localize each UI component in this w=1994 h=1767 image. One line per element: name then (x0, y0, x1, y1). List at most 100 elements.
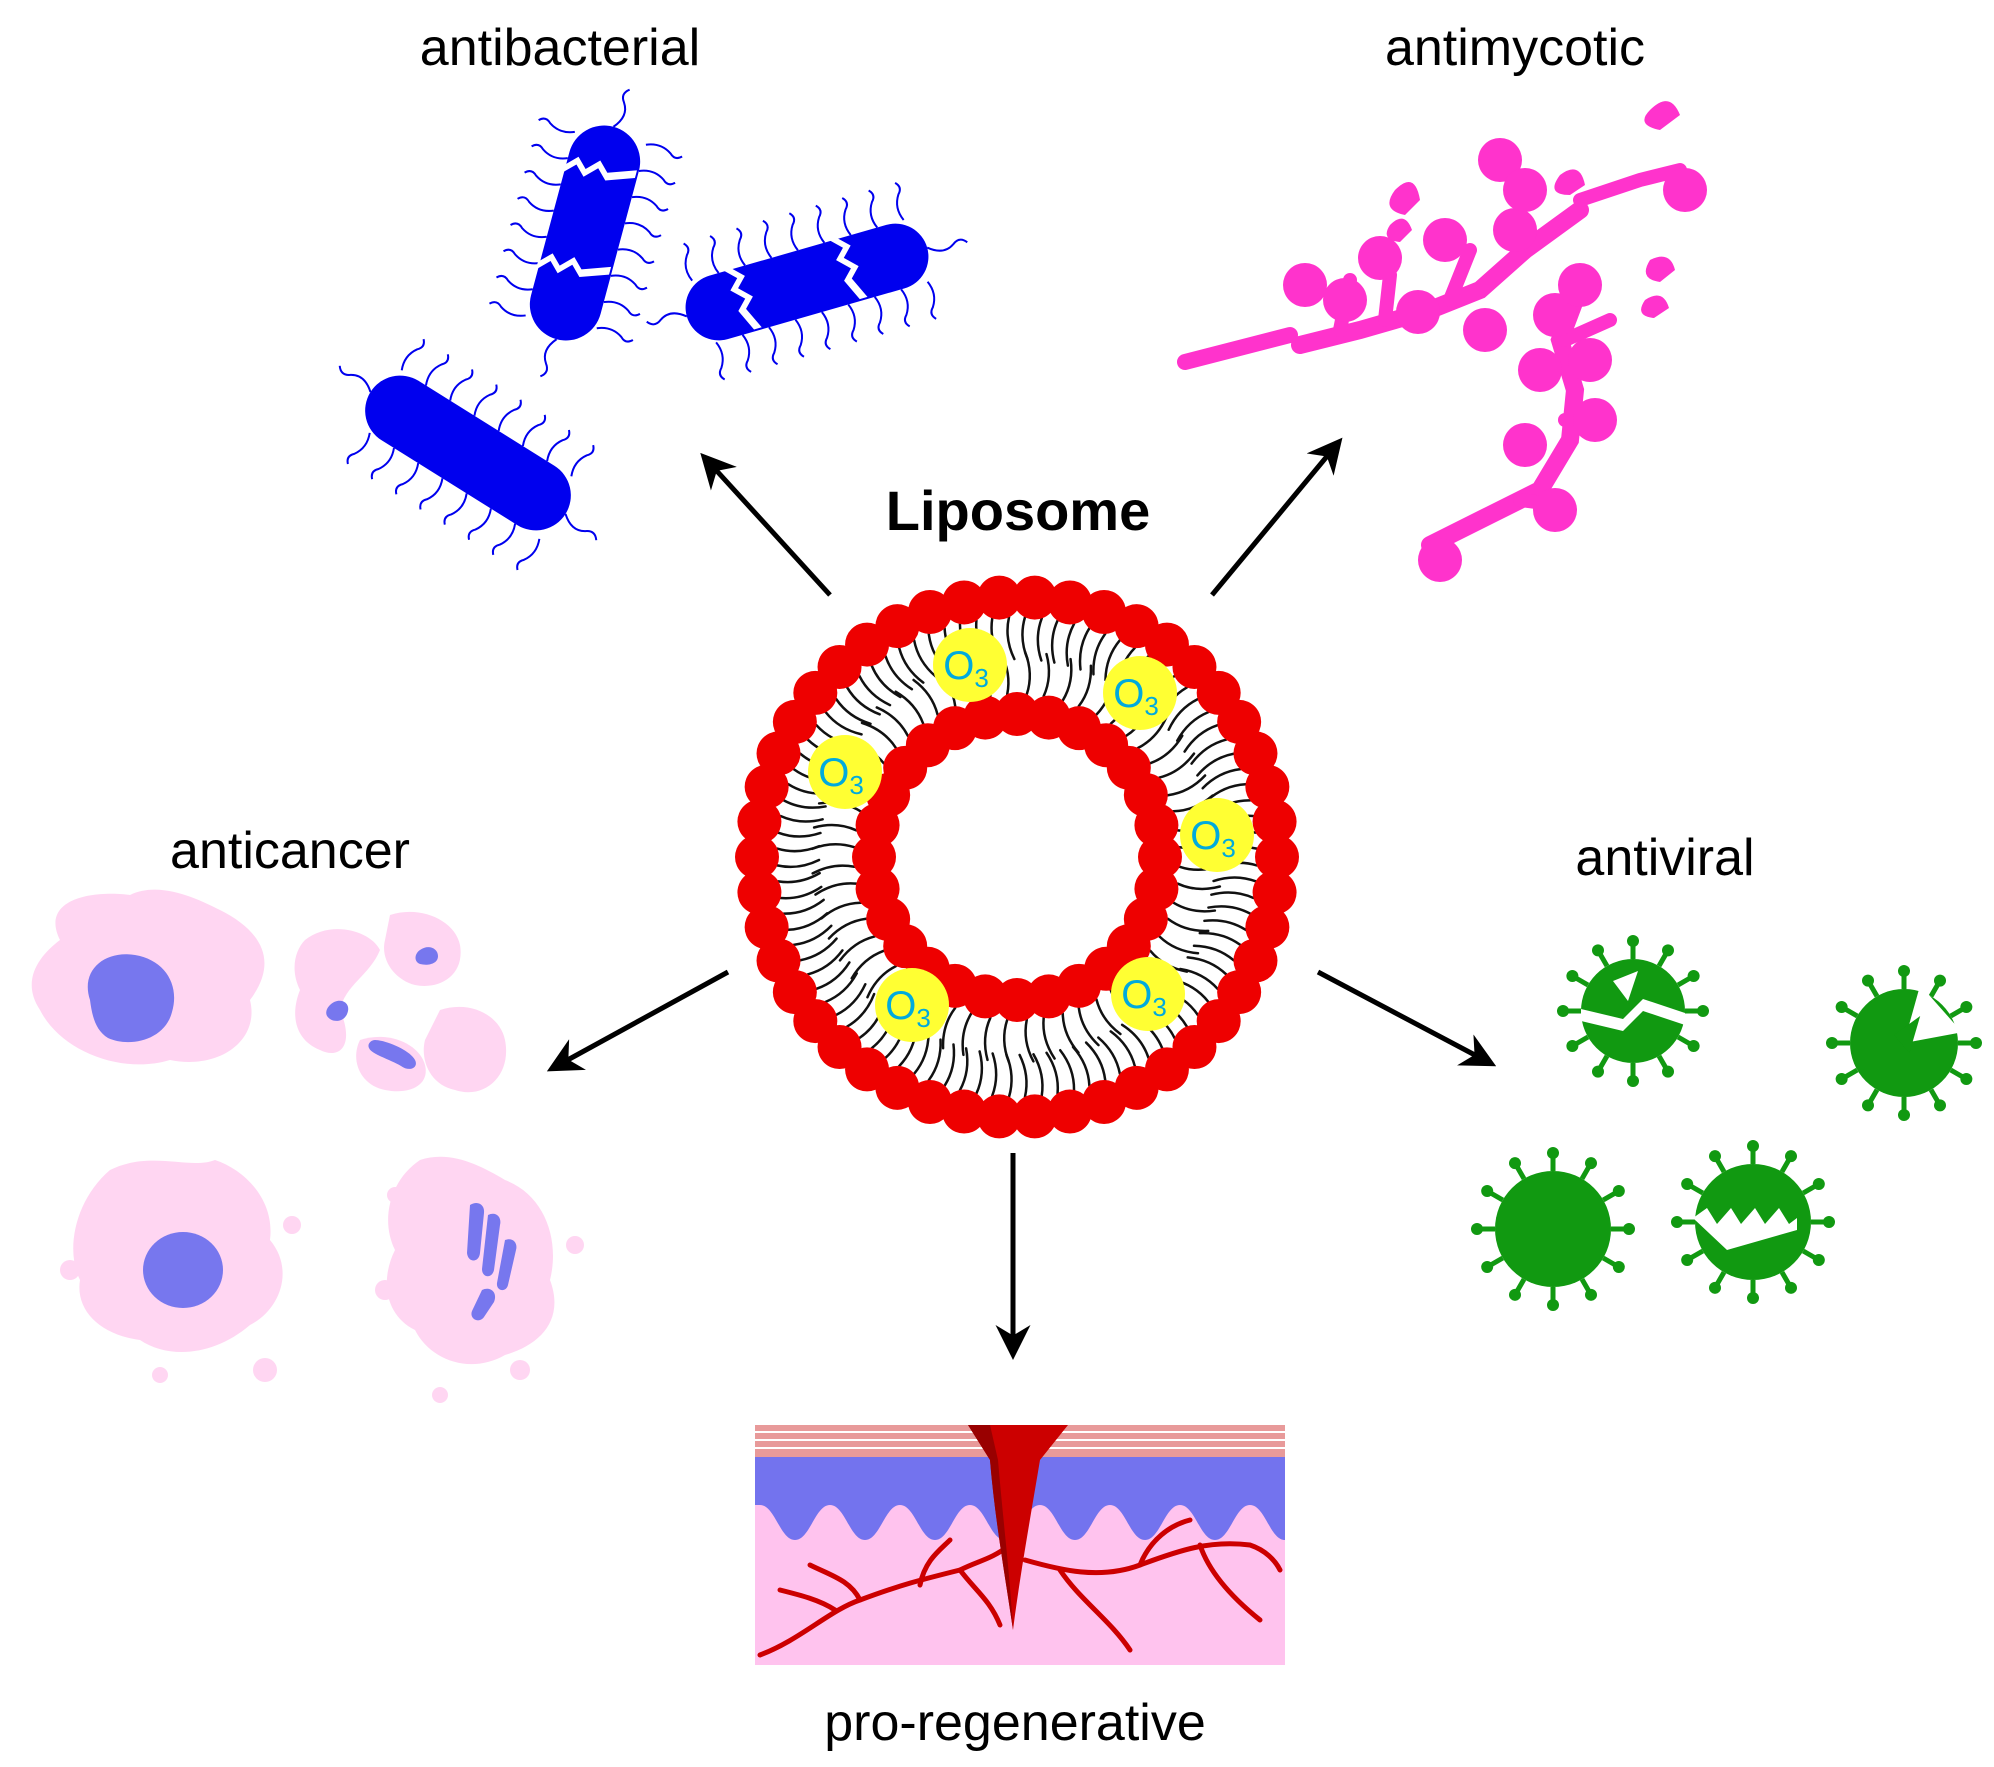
lipid-tail (1006, 615, 1016, 661)
lipid-tail (1032, 1053, 1044, 1097)
skin-wound-icon (755, 1425, 1285, 1665)
ozone-molecule: O3 (1180, 798, 1254, 872)
lipid-tail (912, 678, 939, 716)
lipid-tail (1190, 738, 1228, 765)
ozone-molecule: O3 (1103, 656, 1177, 730)
lipid-tail (1175, 710, 1210, 742)
lipid-tail (1045, 1051, 1060, 1095)
bacterium-icon (338, 338, 598, 571)
lipid-tail (850, 949, 885, 980)
lipid-tail (1078, 626, 1091, 671)
lipid-head (977, 1094, 1022, 1139)
lipid-tail (1158, 935, 1200, 955)
lipid-tail (827, 917, 868, 940)
lipid-tail (1207, 905, 1252, 915)
lipid-tail (991, 1052, 998, 1097)
lipid-tail (961, 1012, 973, 1057)
lipid-tail (1203, 919, 1247, 932)
lipid-tail (806, 949, 844, 976)
lipid-tail (1186, 956, 1228, 976)
lipid-head (942, 580, 987, 625)
ozone-label: O3 (943, 644, 989, 693)
lipid-tail (824, 710, 863, 736)
lipid-tail (815, 961, 851, 991)
lipid-tail (845, 992, 876, 1028)
lipid-tail (941, 1006, 957, 1050)
lipid-tail (1023, 650, 1032, 696)
lipid-tail (782, 898, 825, 915)
lipid-tail (983, 1016, 992, 1062)
lipid-tail (1050, 619, 1059, 664)
lipid-tail (1201, 767, 1242, 790)
lipid-tail (1036, 617, 1043, 662)
lipid-tail (834, 697, 872, 726)
lipid-tail (782, 799, 827, 809)
ozone-molecule: O3 (875, 968, 949, 1042)
lipid-head (1134, 803, 1179, 848)
lipid-tail (845, 686, 881, 716)
ozone-molecule: O3 (933, 628, 1007, 702)
lipid-head (995, 692, 1039, 736)
arrows (546, 437, 1497, 1360)
lipid-tail (1002, 1018, 1011, 1064)
lipid-tail (884, 654, 914, 691)
label-antiviral: antiviral (1575, 829, 1754, 887)
lipid-head (852, 835, 896, 879)
lipid-head (995, 978, 1039, 1022)
arrow-icon (700, 452, 832, 597)
lipid-tail (1058, 1048, 1076, 1092)
lipid-head (1252, 870, 1297, 915)
lipid-tail (812, 823, 858, 832)
label-anticancer: anticancer (170, 822, 410, 880)
lipid-tail (1095, 998, 1122, 1036)
lipid-tail (866, 964, 898, 999)
virus-group (1471, 935, 1982, 1311)
lipid-tail (912, 638, 937, 678)
lipid-head (735, 835, 779, 879)
lipid-head (963, 695, 1008, 740)
lipid-tail (858, 674, 892, 707)
lipid-tail (1097, 1036, 1122, 1076)
virus-icon (1557, 935, 1709, 1087)
lipid-tail (1120, 1023, 1150, 1060)
ozone-molecule: O3 (1111, 957, 1185, 1031)
lipid-head (744, 764, 789, 809)
lipid-tail (834, 982, 867, 1017)
lipid-tail (799, 937, 838, 962)
lipid-tail (820, 901, 862, 920)
lipid-tail (811, 864, 856, 875)
lipid-tail (1042, 1016, 1056, 1060)
lipid-tail (1210, 891, 1255, 900)
lipid-head (942, 1089, 987, 1134)
label-antibacterial: antibacterial (420, 19, 700, 77)
lipid-head (1012, 1094, 1057, 1139)
arrow-icon (1210, 437, 1343, 597)
lipid-head (1012, 575, 1057, 620)
lipid-head (744, 905, 789, 950)
lipid-head (1245, 905, 1290, 950)
bacterium-icon (646, 182, 968, 381)
lipid-tail (1071, 1045, 1091, 1088)
lipid-tail (779, 885, 823, 900)
lipid-head (1082, 1079, 1127, 1124)
lipid-tail (1167, 697, 1200, 732)
cancer-cell-icon (31, 889, 584, 1403)
lipid-tail (1109, 1030, 1137, 1068)
virus-icon (1471, 1147, 1635, 1311)
lipid-tail (975, 1050, 984, 1095)
bacteria-group (338, 88, 968, 571)
lipid-tail (1018, 1053, 1028, 1099)
fungus-icon (1177, 101, 1707, 582)
lipid-tail (1172, 901, 1217, 913)
arrow-icon (546, 969, 730, 1072)
liposome-title: Liposome (886, 479, 1150, 542)
lipid-head (1026, 974, 1071, 1019)
lipid-head (1138, 835, 1182, 879)
lipid-tail (927, 1038, 942, 1082)
lipid-tail (814, 882, 858, 896)
lipid-head (1255, 835, 1299, 879)
lipid-tail (787, 912, 829, 932)
ozone-label: O3 (1121, 973, 1167, 1022)
